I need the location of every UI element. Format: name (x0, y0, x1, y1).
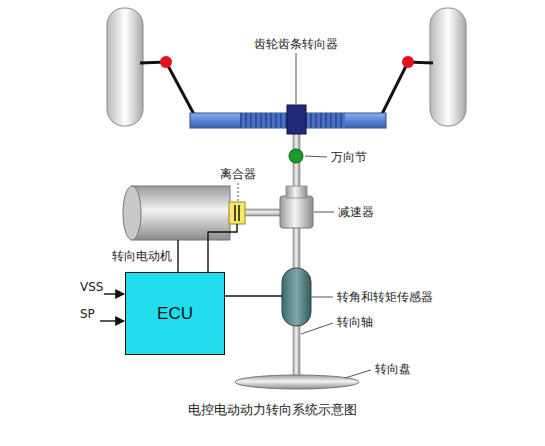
right-ball-joint (402, 56, 414, 68)
left-ball-joint (160, 56, 172, 68)
motor-wire (177, 240, 178, 272)
part-label: 转向轴 (337, 315, 373, 329)
signal-name: SP (80, 307, 95, 321)
steering-wheel (235, 375, 359, 389)
vss-arrow (104, 293, 124, 294)
leader-line (345, 370, 371, 378)
part-label: 转向电动机 (112, 249, 172, 263)
right-wheel (430, 8, 466, 126)
clutch-plate (234, 205, 236, 221)
leader-line (314, 212, 334, 213)
universal-joint (289, 149, 303, 163)
left-wheel (107, 8, 143, 126)
part-label: 转角和转矩传感器 (337, 290, 433, 304)
ecu-box: ECU (125, 272, 225, 355)
motor-end (123, 186, 141, 240)
clutch-plate (238, 205, 240, 221)
sensor-wire (225, 295, 282, 296)
signal-name: VSS (80, 280, 103, 294)
left-tie-rod (140, 62, 196, 118)
reducer-neck (286, 186, 307, 198)
steering-shaft (293, 130, 300, 380)
reducer (280, 196, 313, 228)
pinion-housing (287, 105, 306, 134)
part-label: 齿轮齿条转向器 (254, 37, 338, 51)
figure-caption: 电控电动动力转向系统示意图 (188, 401, 357, 419)
clutch-wire (208, 224, 237, 272)
clutch (229, 202, 245, 224)
sp-arrow (100, 320, 124, 321)
leader-line (296, 53, 297, 104)
part-label: 转向盘 (375, 362, 411, 376)
leader-line (238, 183, 239, 201)
leader-line (305, 156, 327, 157)
part-label: 减速器 (338, 205, 374, 219)
leader-line (301, 323, 333, 334)
right-tie-rod (380, 62, 433, 118)
part-label: 万向节 (331, 150, 367, 164)
box-label: ECU (157, 304, 193, 324)
part-label: 离合器 (220, 167, 256, 181)
torque-sensor (282, 268, 311, 326)
leader-line (311, 297, 333, 298)
